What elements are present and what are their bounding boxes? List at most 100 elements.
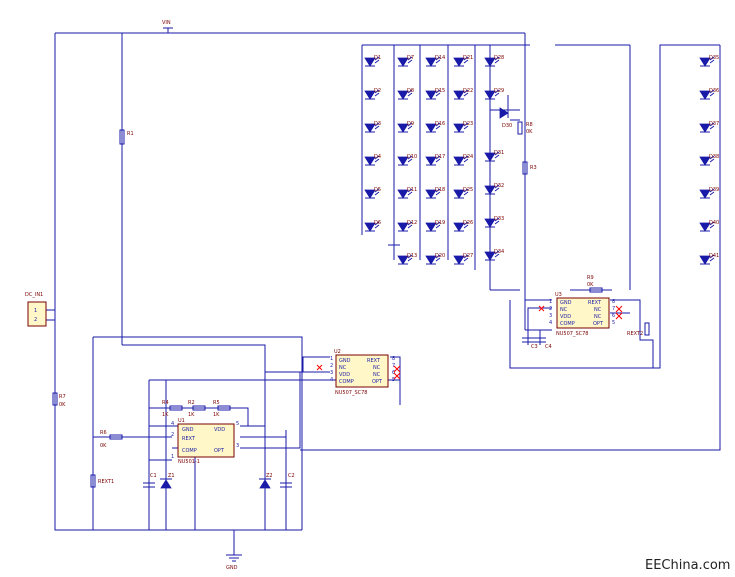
u3-pin-opt: OPT bbox=[593, 321, 604, 327]
u3-pin-rext: REXT bbox=[588, 300, 602, 306]
u1-pin-comp: COMP bbox=[182, 448, 197, 454]
led-label-d36: D36 bbox=[709, 88, 719, 94]
capacitor-c4: C4 bbox=[534, 337, 552, 350]
gnd-label: GND bbox=[226, 565, 238, 571]
led-d1: D1 bbox=[364, 55, 381, 67]
led-d21: D21 bbox=[453, 55, 473, 67]
rext2-label: REXT2 bbox=[627, 331, 643, 337]
ic-u2: U2 GND NC VDD COMP REXT NC NC OPT 1 2 3 … bbox=[316, 349, 401, 396]
led-d40: D40 bbox=[699, 220, 719, 232]
r1-label: R1 bbox=[127, 131, 134, 137]
u3-pin-num-6: 6 bbox=[612, 313, 615, 319]
led-label-d27: D27 bbox=[463, 253, 473, 259]
resistor-r7: R7 0K bbox=[52, 392, 66, 408]
u1-pin-vdd: VDD bbox=[214, 427, 225, 433]
led-d35: D35 bbox=[699, 55, 719, 67]
dc-in-pin2: 2 bbox=[34, 317, 37, 323]
u1-pin-gnd: GND bbox=[182, 427, 194, 433]
u2-pin-opt: OPT bbox=[372, 379, 383, 385]
u2-pin-num-5: 5 bbox=[392, 377, 395, 383]
gnd-symbol: GND bbox=[226, 530, 242, 571]
resistor-r6: R6 0K bbox=[100, 430, 123, 449]
led-d26: D26 bbox=[453, 220, 473, 232]
led-label-d33: D33 bbox=[494, 216, 504, 222]
led-d17: D17 bbox=[425, 154, 445, 166]
led-d25: D25 bbox=[453, 187, 473, 199]
led-d22: D22 bbox=[453, 88, 473, 100]
z2-label: Z2 bbox=[266, 473, 273, 479]
led-label-d31: D31 bbox=[494, 150, 504, 156]
u2-pin-nc1: NC bbox=[339, 365, 347, 371]
r7-ref: R7 bbox=[59, 394, 66, 400]
r2-ref: R2 bbox=[188, 400, 195, 406]
led-d29: D29 bbox=[484, 88, 504, 100]
resistor-rext1: REXT1 bbox=[90, 474, 114, 488]
led-d7: D7 bbox=[397, 55, 414, 67]
u2-pin-num-3: 3 bbox=[330, 370, 333, 376]
r7-value: 0K bbox=[59, 402, 66, 408]
u2-pin-num-4: 4 bbox=[330, 377, 333, 383]
u3-pin-num-4: 4 bbox=[549, 320, 552, 326]
led-label-d2: D2 bbox=[374, 88, 381, 94]
led-label-d8: D8 bbox=[407, 88, 414, 94]
led-d31: D31 bbox=[484, 150, 504, 162]
u1-ref: U1 bbox=[178, 418, 185, 424]
led-label-d32: D32 bbox=[494, 183, 504, 189]
led-d23: D23 bbox=[453, 121, 473, 133]
u1-pin-num-3: 3 bbox=[236, 443, 239, 449]
r6-value: 0K bbox=[100, 443, 107, 449]
ic-u1: U1 GND REXT COMP VDD OPT 4 2 1 5 3 NU501… bbox=[171, 418, 239, 465]
led-d32: D32 bbox=[484, 183, 504, 195]
led-label-d21: D21 bbox=[463, 55, 473, 61]
wires bbox=[46, 28, 721, 531]
d30-label: D30 bbox=[502, 123, 512, 129]
u3-pin-comp: COMP bbox=[560, 321, 575, 327]
u1-part: NU501-1 bbox=[178, 459, 200, 465]
resistor-r3: R3 bbox=[522, 161, 537, 175]
led-label-d24: D24 bbox=[463, 154, 473, 160]
led-d2: D2 bbox=[364, 88, 381, 100]
u2-pin-vdd: VDD bbox=[339, 372, 350, 378]
led-d15: D15 bbox=[425, 88, 445, 100]
led-label-d41: D41 bbox=[709, 253, 719, 259]
led-d38: D38 bbox=[699, 154, 719, 166]
r3-label: R3 bbox=[530, 165, 537, 171]
led-d30: D30 bbox=[499, 107, 512, 129]
led-array: D1D2D3D4D5D6D7D8D9D10D11D12D13D14D15D16D… bbox=[364, 55, 719, 265]
led-d37: D37 bbox=[699, 121, 719, 133]
u3-pin-nc3: NC bbox=[594, 314, 602, 320]
u2-pin-nc3: NC bbox=[373, 372, 381, 378]
led-d13: D13 bbox=[397, 253, 417, 265]
led-d18: D18 bbox=[425, 187, 445, 199]
led-d28: D28 bbox=[484, 55, 504, 67]
led-d39: D39 bbox=[699, 187, 719, 199]
rext1-label: REXT1 bbox=[98, 479, 114, 485]
u2-pin-num-7: 7 bbox=[392, 363, 395, 369]
led-d14: D14 bbox=[425, 55, 445, 67]
led-d3: D3 bbox=[364, 121, 381, 133]
led-d10: D10 bbox=[397, 154, 417, 166]
led-label-d18: D18 bbox=[435, 187, 445, 193]
led-label-d20: D20 bbox=[435, 253, 445, 259]
led-d27: D27 bbox=[453, 253, 473, 265]
led-d34: D34 bbox=[484, 249, 504, 261]
capacitor-c3: C3 bbox=[522, 337, 538, 350]
led-label-d10: D10 bbox=[407, 154, 417, 160]
u2-pin-num-6: 6 bbox=[392, 370, 395, 376]
led-label-d6: D6 bbox=[374, 220, 381, 226]
led-label-d16: D16 bbox=[435, 121, 445, 127]
u3-pin-num-7: 7 bbox=[612, 306, 615, 312]
led-label-d23: D23 bbox=[463, 121, 473, 127]
u1-pin-rext: REXT bbox=[182, 436, 196, 442]
led-label-d35: D35 bbox=[709, 55, 719, 61]
led-d6: D6 bbox=[364, 220, 381, 232]
led-label-d37: D37 bbox=[709, 121, 719, 127]
r8-ref: R8 bbox=[526, 122, 533, 128]
led-label-d4: D4 bbox=[374, 154, 381, 160]
r8-value: 0K bbox=[526, 129, 533, 135]
u1-pin-num-4: 4 bbox=[171, 421, 174, 427]
u2-ref: U2 bbox=[334, 349, 341, 355]
led-d8: D8 bbox=[397, 88, 414, 100]
vin-symbol: VIN bbox=[162, 20, 173, 29]
